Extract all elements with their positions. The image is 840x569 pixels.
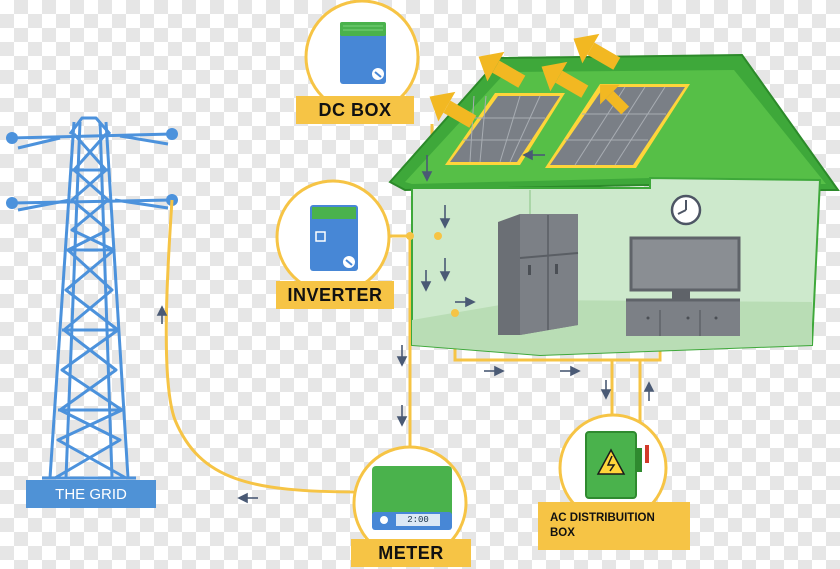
meter-reading: 2:00 — [407, 515, 429, 525]
solar-panel-left — [445, 93, 565, 165]
transmission-tower — [11, 116, 173, 480]
television — [626, 236, 741, 336]
refrigerator — [498, 214, 579, 335]
inverter-device — [275, 179, 391, 295]
flow-arrow-icon — [156, 149, 655, 504]
ac-box-label-line2: BOX — [550, 527, 575, 539]
ac-box-label-line1: AC DISTRIBUITION — [550, 512, 655, 524]
ac-distribution-box-device — [558, 413, 668, 523]
lightning-warning-icon — [596, 448, 626, 475]
grid-label: THE GRID — [26, 480, 156, 508]
meter-device — [352, 445, 468, 561]
ac-distribution-box-label: AC DISTRIBUITION BOX — [538, 502, 690, 550]
inverter-label: INVERTER — [276, 281, 394, 309]
meter-label: METER — [351, 539, 471, 567]
solar-panel-right — [545, 84, 690, 168]
clock-icon — [670, 194, 702, 226]
dc-box-label: DC BOX — [296, 96, 414, 124]
dc-box-device — [304, 0, 420, 115]
sun-ray-arrow-icon — [429, 33, 630, 128]
house — [388, 53, 840, 357]
